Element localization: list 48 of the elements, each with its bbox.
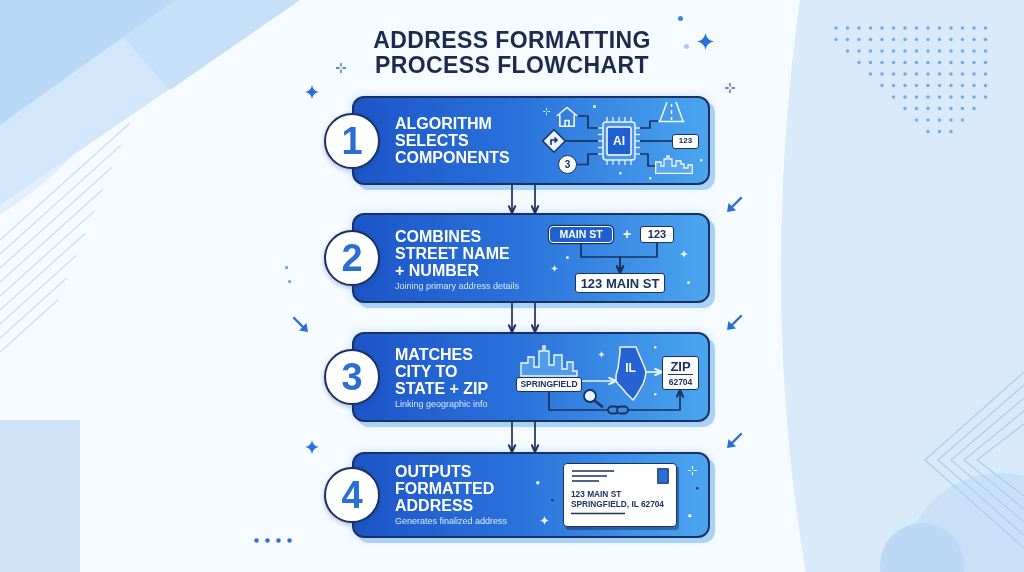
turn-sign-icon — [542, 129, 566, 153]
plus-sign: + — [621, 225, 633, 243]
arrow — [507, 421, 517, 453]
road-icon — [658, 101, 685, 123]
mailing-address: 123 MAIN ST SPRINGFIELD, IL 62704 — [571, 489, 665, 509]
house-number-label: 123 — [640, 226, 674, 243]
processor-chip — [598, 117, 640, 165]
zip-card — [662, 356, 699, 390]
city-name-label: SPRINGFIELD — [516, 377, 582, 392]
connector-line — [565, 140, 599, 142]
connector-line — [639, 140, 673, 142]
arrow — [507, 184, 517, 214]
arrow — [581, 376, 617, 386]
step-heading: ALGORITHM SELECTS COMPONENTS — [395, 115, 511, 166]
connector-line — [576, 153, 599, 166]
arrow — [645, 367, 663, 377]
connector-line — [639, 120, 659, 129]
zip-code: 62704 — [668, 376, 693, 387]
arrow — [530, 421, 540, 453]
step-number: 2 — [341, 239, 363, 277]
step-heading: MATCHES CITY TO STATE + ZIP — [395, 346, 490, 397]
step-number: 1 — [341, 122, 363, 160]
combined-address-label: 123 MAIN ST — [575, 273, 665, 293]
step-description: Joining primary address details — [395, 281, 520, 292]
arrow — [548, 389, 685, 411]
arrow — [530, 184, 540, 214]
step-description: Generates finalized address — [395, 516, 509, 527]
connector-line — [577, 115, 599, 129]
state-abbreviation: IL — [624, 360, 637, 376]
arrow — [507, 302, 517, 333]
number-sign: 123 — [672, 133, 699, 149]
step-heading: COMBINES STREET NAME + NUMBER — [395, 228, 511, 279]
step-number: 4 — [341, 476, 363, 514]
step-description: Linking geographic info — [395, 399, 489, 410]
step-heading: OUTPUTS FORMATTED ADDRESS — [395, 463, 496, 514]
diagram-title: ADDRESS FORMATTING PROCESS FLOWCHART — [372, 28, 652, 78]
step-number: 3 — [341, 358, 363, 396]
city-skyline-icon — [655, 154, 693, 174]
house-icon — [556, 106, 578, 127]
arrow — [530, 302, 540, 333]
arrow — [615, 242, 658, 274]
zip-heading: ZIP — [668, 359, 693, 375]
street-name-label: MAIN ST — [549, 226, 613, 243]
state-map-shape — [616, 347, 646, 400]
envelope-card — [563, 463, 677, 527]
number-marker: 3 — [558, 155, 577, 174]
connector-line — [639, 153, 656, 167]
chip-label: AI — [612, 133, 626, 150]
